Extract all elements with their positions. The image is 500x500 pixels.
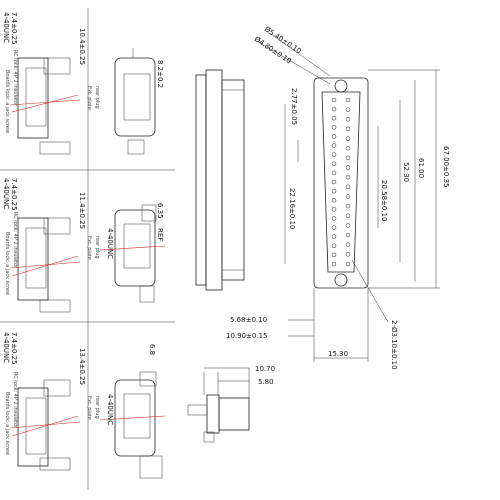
connector-bottom-view: [187, 367, 250, 443]
dim-2-77: 2.77±0.05: [290, 88, 298, 125]
note-d: Ext. plate: [86, 396, 92, 420]
contact-pin: [345, 97, 351, 103]
dim-11-4: 11.4±0.25: [78, 192, 86, 229]
contact-pin: [345, 117, 351, 122]
note-c: rear plug: [94, 396, 100, 419]
contact-pin: [331, 225, 337, 230]
note-b: RC lock: 4P 2 insulator: [12, 212, 18, 269]
note-d: Ext. plate: [86, 236, 92, 260]
contact-pin: [331, 179, 337, 185]
panel-top-side-view: [9, 57, 81, 155]
dim-7-4: 7.4±0.25: [10, 332, 18, 365]
dim-61-00: 61.00: [417, 158, 425, 178]
dim-15-30: 15.30: [328, 350, 348, 358]
note-c: rear plug: [94, 236, 100, 259]
panel-top-front-view: [114, 48, 156, 155]
mounting-hole-bottom: [334, 273, 348, 287]
contact-pin: [345, 242, 351, 247]
contact-pin: [345, 145, 351, 151]
dim-6-35: 6.35: [156, 203, 164, 219]
note-a: Boards lock: a jack screw: [4, 70, 10, 133]
panel-middle-front-view: [99, 204, 166, 303]
contact-pin: [331, 261, 337, 267]
panel-bottom-front-view: [99, 371, 166, 479]
contact-pin: [331, 143, 337, 148]
left-panels: 7.4±0.25 4-40UNC 10.4±0.25 Boards lock: …: [0, 8, 175, 490]
contact-pin: [345, 194, 351, 199]
panel-bottom: 7.4±0.25 4-40UNC 13.4±0.25 Boards lock: …: [2, 332, 166, 479]
contact-pin: [345, 252, 351, 257]
contact-pin: [331, 188, 337, 194]
thread-b: 4-40UNC: [106, 394, 114, 425]
contact-pin: [331, 106, 337, 112]
thread-4-40unc: 4-40UNC: [2, 332, 10, 363]
note-b: RC lock: 4P 2 insulator: [12, 50, 18, 107]
contact-pin: [331, 152, 337, 157]
contact-pin: [345, 126, 351, 132]
note-c: rear plug: [94, 86, 100, 109]
contact-pin: [345, 174, 351, 180]
dim-10-4: 10.4±0.25: [78, 28, 86, 65]
dim-67-00: 67.00±0.35: [442, 146, 450, 188]
panel-bottom-side-view: [9, 379, 81, 471]
thread-b: 4-40UNC: [106, 228, 114, 259]
contact-pin: [345, 165, 351, 170]
contact-pin: [331, 252, 337, 258]
dim-10-90: 10.90±0.15: [226, 332, 268, 340]
contact-pin: [345, 223, 351, 228]
contact-pin: [331, 125, 337, 130]
contact-pin: [331, 197, 337, 203]
dim-hole-spec: 2-Ø3.10±0.10: [390, 320, 398, 370]
dim-7-4: 7.4±0.25: [10, 178, 18, 211]
panel-middle-side-view: [9, 217, 81, 313]
mounting-hole-top: [334, 79, 348, 93]
dim-5-80: 5.80: [258, 378, 274, 386]
contact-pin: [345, 203, 351, 209]
front-view-dimension-lines: [257, 31, 440, 362]
contact-pin: [345, 107, 351, 112]
note-d: Ext. plate: [86, 86, 92, 110]
dim-20-58: 20.58±0.10: [380, 180, 388, 222]
dim-52-30: 52.30: [402, 162, 410, 182]
contact-pin: [331, 161, 337, 167]
note-a: Boards lock: a jack screw: [4, 232, 10, 295]
connector-front-view: [313, 77, 369, 289]
panel-middle: 7.4±0.25 4-40UNC 11.4±0.25 Boards lock: …: [2, 178, 166, 313]
contact-pin: [345, 136, 351, 141]
thread-4-40unc: 4-40UNC: [2, 12, 10, 43]
contact-pin: [345, 184, 351, 190]
dim-22-16: 22.16±0.10: [288, 188, 296, 230]
contact-pin: [345, 213, 351, 219]
contact-pin: [345, 261, 351, 267]
dim-8-2: 8.2±0.2: [156, 60, 164, 88]
dim-6-8: 6.8: [148, 344, 156, 355]
dim-10-70: 10.70: [255, 365, 275, 373]
dim-ref: REF: [156, 228, 164, 241]
contact-pin: [331, 243, 337, 249]
contact-pin: [331, 216, 337, 221]
thread-4-40unc: 4-40UNC: [2, 178, 10, 209]
note-a: Boards lock: a jack screw: [4, 392, 10, 455]
contact-pins: [331, 97, 351, 267]
contact-pin: [345, 155, 351, 161]
contact-pin: [331, 207, 337, 212]
contact-pin: [331, 134, 337, 139]
connector-side-view: [195, 69, 245, 291]
contact-pin: [331, 115, 337, 121]
contact-pin: [331, 97, 337, 103]
contact-pin: [331, 170, 337, 176]
note-b: RC lock: 4P 2 insulator: [12, 372, 18, 429]
dim-5-68: 5.68±0.10: [230, 316, 267, 324]
panel-top: 7.4±0.25 4-40UNC 10.4±0.25 Boards lock: …: [2, 12, 164, 155]
contact-pin: [331, 234, 337, 239]
dim-7-4: 7.4±0.25: [10, 12, 18, 45]
dim-13-4: 13.4±0.25: [78, 348, 86, 385]
contact-pin: [345, 232, 351, 238]
